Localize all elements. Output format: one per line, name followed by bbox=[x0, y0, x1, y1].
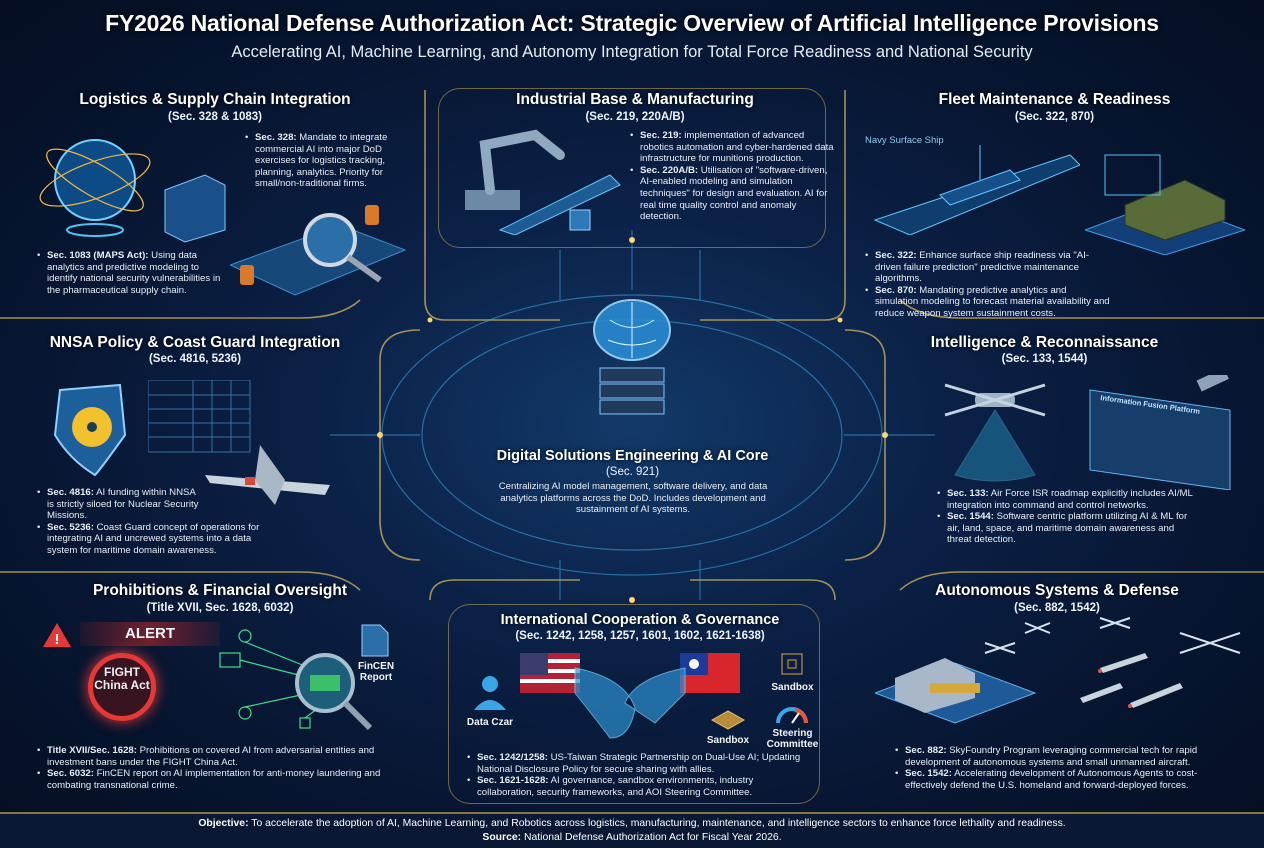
fincen-report-label: FinCEN Report bbox=[357, 661, 395, 683]
panel-prohibitions: Prohibitions & Financial Oversight (Titl… bbox=[0, 578, 440, 808]
objective-line: Objective: To accelerate the adoption of… bbox=[198, 818, 1066, 829]
header: FY2026 National Defense Authorization Ac… bbox=[0, 10, 1264, 62]
panel-ai-core[interactable]: Digital Solutions Engineering & AI Core … bbox=[440, 290, 825, 550]
bullet-sec-220ab: Sec. 220A/B: Utilisation of "software-dr… bbox=[630, 165, 835, 223]
panel-sections: (Sec. 921) bbox=[605, 466, 660, 478]
fight-china-act-label: FIGHT China Act bbox=[94, 665, 150, 692]
panel-title: Autonomous Systems & Defense bbox=[935, 582, 1179, 599]
panel-international: International Cooperation & Governance (… bbox=[430, 600, 850, 810]
navy-ship-icon bbox=[873, 145, 1080, 235]
bullet-sec-5236: Sec. 5236: Coast Guard concept of operat… bbox=[37, 522, 277, 557]
nuclear-shield-icon bbox=[53, 383, 127, 477]
globe-icon bbox=[39, 139, 151, 237]
document-icon bbox=[361, 624, 389, 657]
panel-sections: (Sec. 328 & 1083) bbox=[168, 111, 262, 123]
steering-committee-label: Steering Committee bbox=[766, 728, 819, 750]
factory-drones-icon bbox=[875, 622, 1051, 724]
panel-title: Fleet Maintenance & Readiness bbox=[938, 91, 1171, 108]
panel-sections: (Sec. 322, 870) bbox=[1014, 111, 1095, 123]
shipping-container-icon bbox=[164, 174, 226, 243]
steering-gauge-icon bbox=[776, 707, 808, 724]
panel-title: Logistics & Supply Chain Integration bbox=[79, 91, 351, 108]
bullet-sec-1542: Sec. 1542: Accelerating development of A… bbox=[895, 768, 1225, 791]
logistics-bullets: Sec. 328: Mandate to integrate commercia… bbox=[245, 132, 425, 190]
drone-swarm-missiles-icon bbox=[1080, 617, 1241, 708]
ship-label: Navy Surface Ship bbox=[865, 135, 944, 146]
panel-sections: (Title XVII, Sec. 1628, 6032) bbox=[146, 602, 294, 614]
core-description: Centralizing AI model management, softwa… bbox=[498, 481, 768, 516]
data-matrix-icon bbox=[148, 380, 251, 453]
panel-title: Intelligence & Reconnaissance bbox=[930, 334, 1159, 351]
sandbox-label: Sandbox bbox=[771, 682, 814, 693]
alert-warning-icon: ! bbox=[43, 623, 71, 648]
bullet-sec-1242-1258: Sec. 1242/1258: US-Taiwan Strategic Part… bbox=[467, 752, 812, 775]
panel-title: Prohibitions & Financial Oversight bbox=[92, 582, 348, 599]
bullet-sec-882: Sec. 882: SkyFoundry Program leveraging … bbox=[895, 745, 1225, 768]
aircraft-drones-icon bbox=[205, 445, 330, 505]
bullet-sec-1621-1628: Sec. 1621-1628: AI governance, sandbox e… bbox=[467, 775, 812, 798]
fleet-bullets: Sec. 322: Enhance surface ship readiness… bbox=[865, 250, 1110, 320]
nnsa-bullets: Sec. 4816: AI funding within NNSA is str… bbox=[37, 487, 277, 557]
panel-nnsa: NNSA Policy & Coast Guard Integration (S… bbox=[0, 330, 380, 565]
panel-title: NNSA Policy & Coast Guard Integration bbox=[49, 334, 341, 351]
panel-sections: (Sec. 4816, 5236) bbox=[148, 353, 242, 365]
svg-text:!: ! bbox=[55, 631, 60, 648]
data-czar-person-icon bbox=[474, 676, 506, 710]
bullet-sec-219: Sec. 219: implementation of advanced rob… bbox=[630, 130, 835, 165]
panel-title: International Cooperation & Governance bbox=[500, 612, 780, 628]
money-magnifier-network-icon bbox=[219, 629, 373, 731]
prohibited-circle-icon bbox=[88, 653, 156, 721]
bullet-sec-6032: Sec. 6032: FinCEN report on AI implement… bbox=[37, 768, 382, 791]
international-frame bbox=[448, 604, 820, 804]
panel-logistics: Logistics & Supply Chain Integration (Se… bbox=[0, 85, 430, 310]
handshake-flags-icon bbox=[520, 653, 740, 739]
fusion-platform-screen-icon bbox=[1089, 375, 1231, 490]
panel-autonomous: Autonomous Systems & Defense (Sec. 882, … bbox=[850, 578, 1264, 808]
robotic-arm-icon bbox=[465, 129, 621, 235]
panel-sections: (Sec. 1242, 1258, 1257, 1601, 1602, 1621… bbox=[515, 630, 765, 642]
panel-industrial: Industrial Base & Manufacturing (Sec. 21… bbox=[425, 85, 845, 250]
panel-sections: (Sec. 219, 220A/B) bbox=[585, 111, 685, 123]
sandbox-box-icon bbox=[710, 710, 746, 730]
industrial-bullets: Sec. 219: implementation of advanced rob… bbox=[630, 130, 835, 223]
alert-banner: ALERT bbox=[80, 622, 220, 646]
sandbox-grid-icon bbox=[781, 653, 803, 675]
bullet-sec-328: Sec. 328: Mandate to integrate commercia… bbox=[245, 132, 425, 190]
source-line: Source: National Defense Authorization A… bbox=[482, 832, 782, 843]
bullet-sec-133: Sec. 133: Air Force ISR roadmap explicit… bbox=[937, 488, 1197, 511]
international-bullets: Sec. 1242/1258: US-Taiwan Strategic Part… bbox=[467, 752, 812, 798]
page-title: FY2026 National Defense Authorization Ac… bbox=[105, 10, 1159, 36]
panel-title: Digital Solutions Engineering & AI Core bbox=[496, 448, 769, 464]
bullet-sec-322: Sec. 322: Enhance surface ship readiness… bbox=[865, 250, 1110, 285]
logistics-bullets-2: Sec. 1083 (MAPS Act): Using data analyti… bbox=[37, 250, 227, 296]
bullet-sec-1083: Sec. 1083 (MAPS Act): Using data analyti… bbox=[37, 250, 227, 296]
prohibitions-bullets: Title XVII/Sec. 1628: Prohibitions on co… bbox=[37, 745, 382, 791]
bullet-sec-870: Sec. 870: Mandating predictive analytics… bbox=[865, 285, 1110, 320]
panel-sections: (Sec. 882, 1542) bbox=[1014, 602, 1100, 614]
bullet-title-xvii-1628: Title XVII/Sec. 1628: Prohibitions on co… bbox=[37, 745, 382, 768]
panel-sections: (Sec. 133, 1544) bbox=[1001, 353, 1088, 365]
magnifier-map-icon bbox=[230, 205, 407, 296]
bullet-sec-4816: Sec. 4816: AI funding within NNSA is str… bbox=[37, 487, 202, 522]
autonomous-bullets: Sec. 882: SkyFoundry Program leveraging … bbox=[895, 745, 1225, 791]
panel-title: Industrial Base & Manufacturing bbox=[516, 91, 754, 108]
military-vehicle-icon bbox=[1085, 154, 1245, 255]
data-czar-label: Data Czar bbox=[466, 717, 514, 728]
footer: Objective: To accelerate the adoption of… bbox=[0, 812, 1264, 848]
page-subtitle: Accelerating AI, Machine Learning, and A… bbox=[231, 43, 1033, 61]
ai-brain-server-icon bbox=[593, 299, 671, 415]
panel-fleet: Fleet Maintenance & Readiness (Sec. 322,… bbox=[845, 85, 1264, 319]
sandbox-label-2: Sandbox bbox=[706, 735, 750, 746]
panel-intel: Intelligence & Reconnaissance (Sec. 133,… bbox=[885, 330, 1264, 565]
intel-bullets: Sec. 133: Air Force ISR roadmap explicit… bbox=[937, 488, 1197, 546]
drone-sensor-icon bbox=[944, 383, 1046, 482]
bullet-sec-1544: Sec. 1544: Software centric platform uti… bbox=[937, 511, 1197, 546]
